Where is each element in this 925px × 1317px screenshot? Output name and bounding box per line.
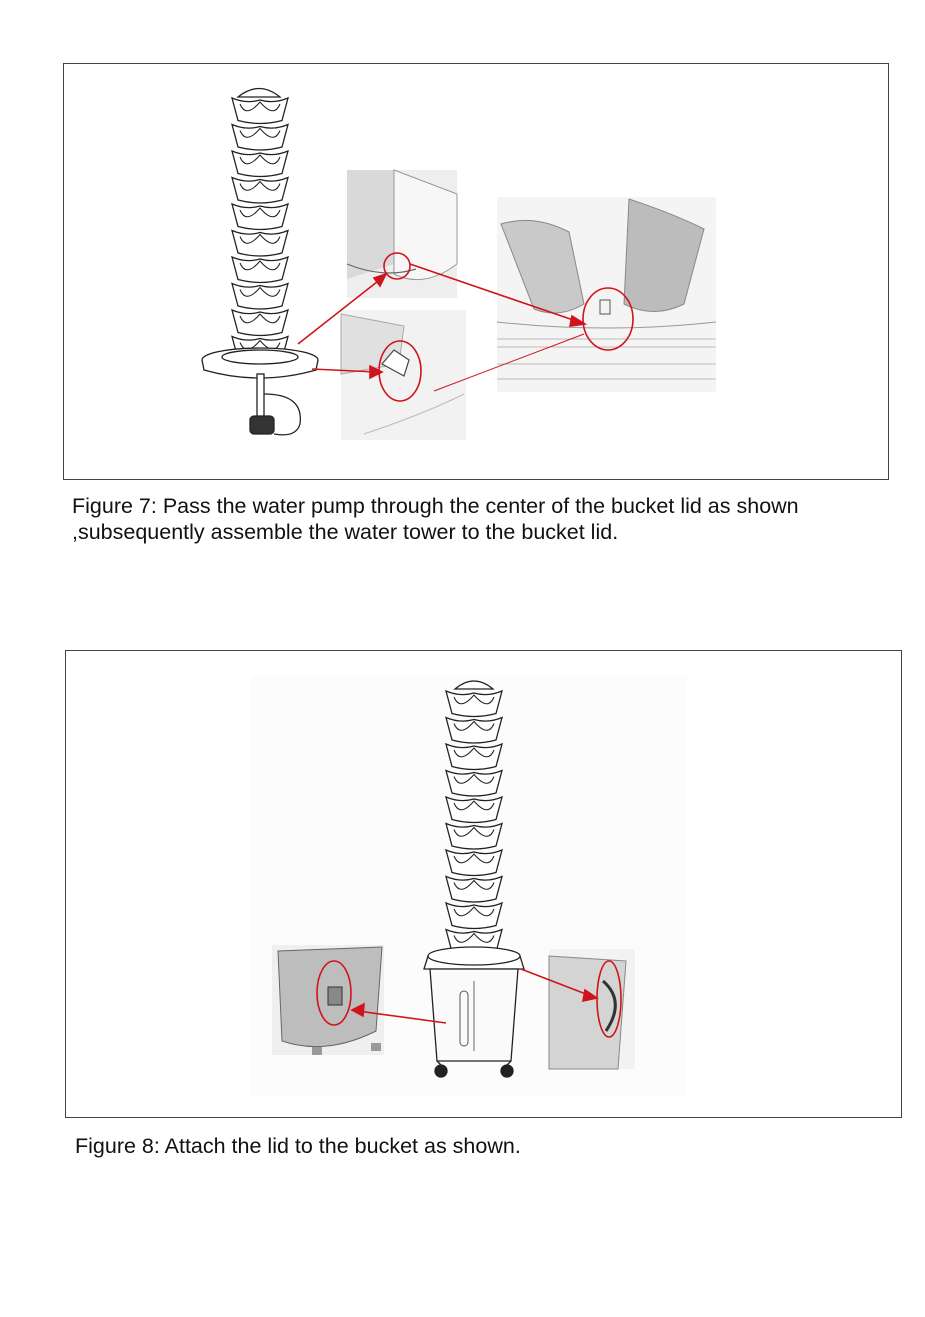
- figure-8-frame: [65, 650, 902, 1118]
- tower-illustration: [202, 89, 318, 435]
- figure-7-illustration: [64, 64, 888, 479]
- figure-8-caption: Figure 8: Attach the lid to the bucket a…: [75, 1133, 855, 1159]
- figure-7-caption: Figure 7: Pass the water pump through th…: [72, 493, 852, 545]
- detail-lid-clip: [549, 949, 635, 1069]
- detail-bucket-side: [272, 945, 384, 1055]
- figure-7-frame: [63, 63, 889, 480]
- detail-lid-slot: [341, 310, 466, 440]
- detail-pump-channel: [347, 170, 457, 298]
- detail-tower-base: [497, 197, 716, 392]
- figure-8-illustration: [66, 651, 901, 1117]
